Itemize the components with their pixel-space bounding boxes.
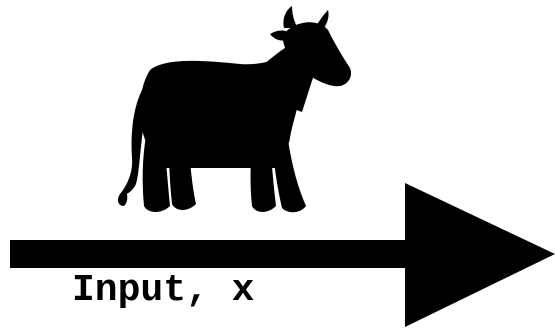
input-label: Input, x (72, 272, 254, 310)
cow-silhouette-icon (118, 6, 351, 212)
arrow-shaft (10, 240, 412, 268)
right-arrow-icon (405, 183, 555, 327)
